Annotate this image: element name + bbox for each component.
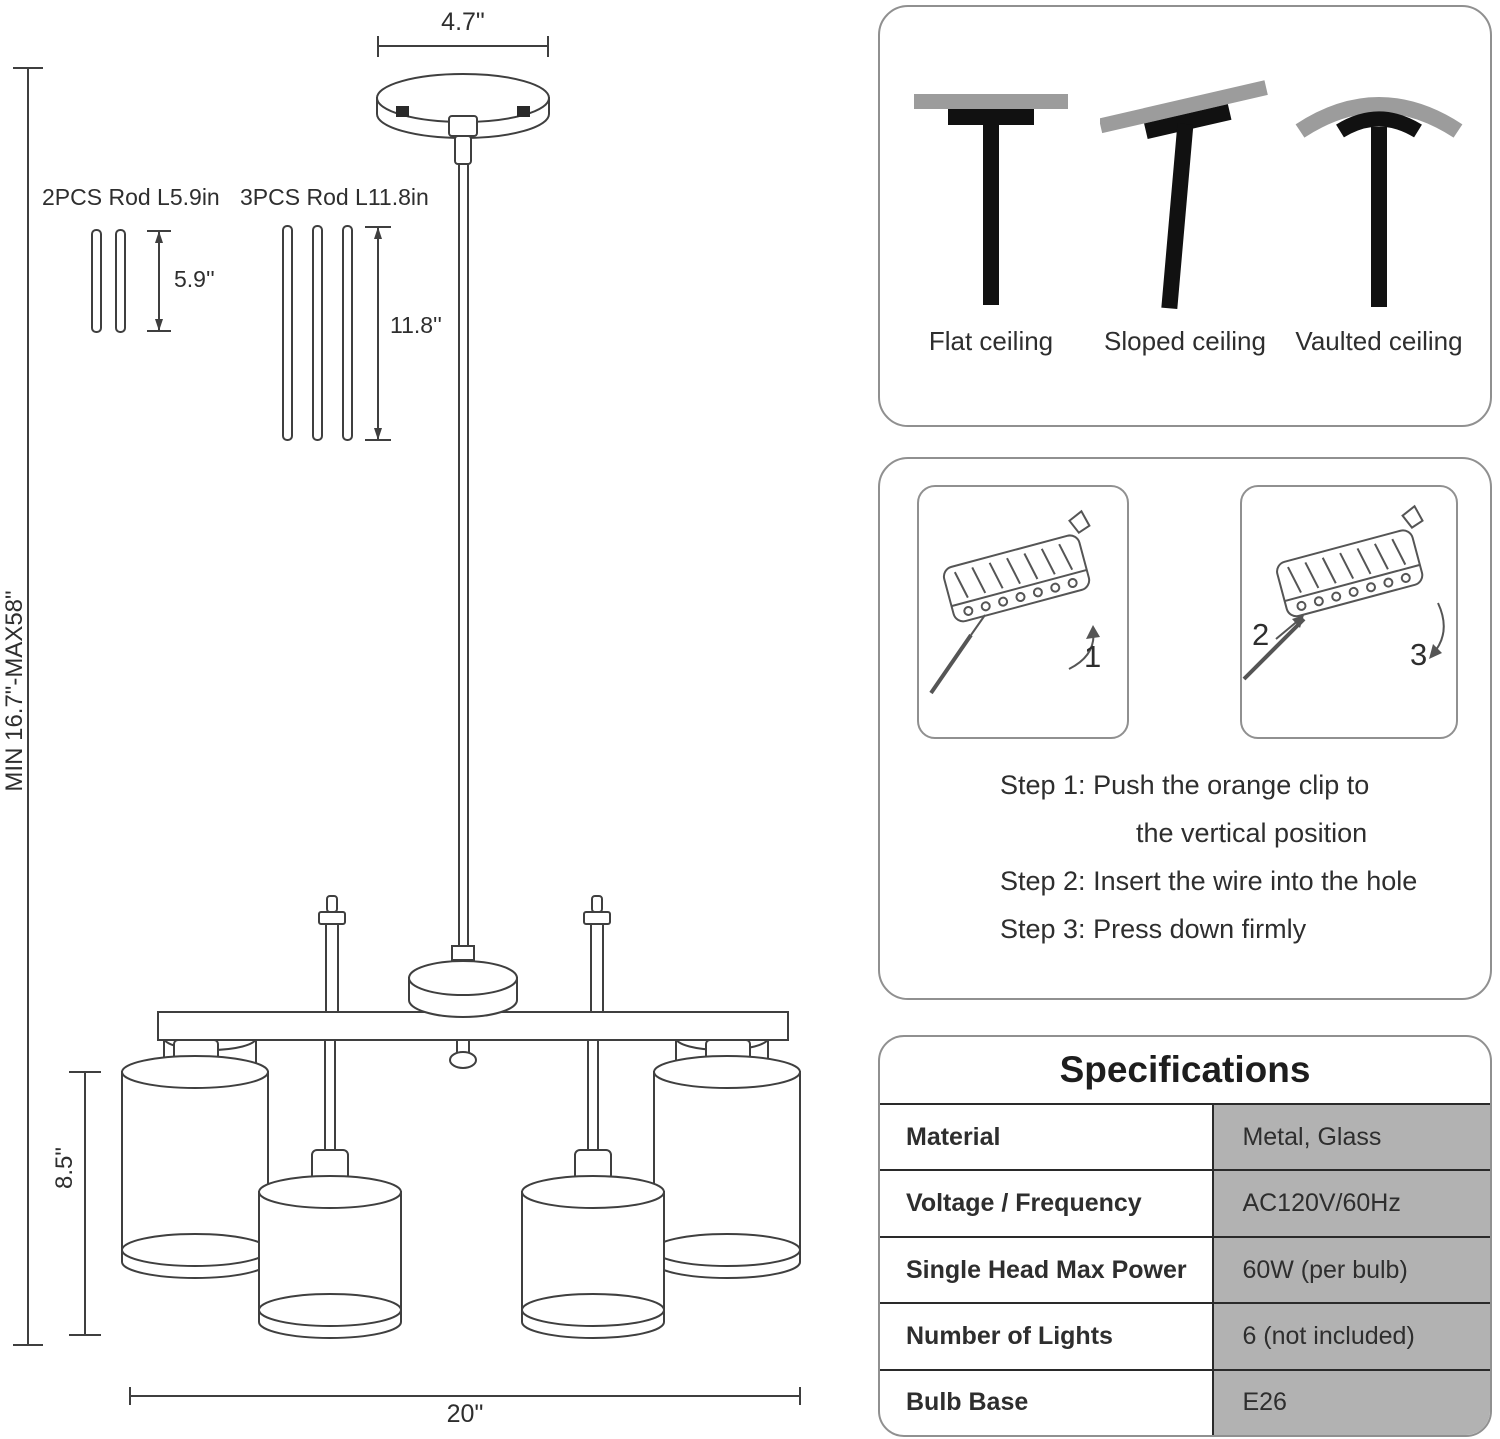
rod-3pcs-label: 3PCS Rod L11.8in [240,184,429,210]
sloped-ceiling-icon [1100,80,1268,310]
ceiling-compatibility-panel: Flat ceiling Sloped ceiling Vaulted ceil… [878,5,1492,427]
spec-value: AC120V/60Hz [1212,1171,1490,1236]
flat-ceiling-label: Flat ceiling [928,326,1054,356]
chandelier-line-drawing [13,36,801,1405]
spec-row-max-power: Single Head Max Power 60W (per bulb) [880,1235,1490,1303]
vaulted-ceiling-icon [1295,97,1463,307]
spec-row-voltage: Voltage / Frequency AC120V/60Hz [880,1169,1490,1236]
sloped-ceiling-column: Sloped ceiling [1100,69,1270,357]
canopy-width-label: 4.7" [441,8,485,36]
spec-label: Material [906,1122,1001,1151]
spec-value: 6 (not included) [1212,1304,1490,1369]
step1-instruction-continued: the vertical position [1136,818,1368,848]
wire-connector-step23-box [1240,485,1458,739]
step1-instruction-line: Step 1: Push the orange clip to [1000,770,1370,800]
flat-ceiling-column: Flat ceiling [906,69,1076,357]
specifications-table: Specifications Material Metal, Glass Vol… [878,1035,1492,1437]
step3-instruction-line: Step 3: Press down firmly [1000,914,1307,944]
step2-instruction-line: Step 2: Insert the wire into the hole [1000,866,1418,896]
rod-short-dim-label: 5.9'' [174,266,215,292]
spec-title: Specifications [1059,1049,1311,1090]
rod-2pcs-label: 2PCS Rod L5.9in [42,184,220,210]
wire-connector-open-icon [929,509,1100,695]
spec-row-number-of-lights: Number of Lights 6 (not included) [880,1302,1490,1369]
flat-ceiling-icon [914,94,1068,305]
wire-connector-insert-icon [1242,504,1445,681]
fixture-width-label: 20" [446,1400,484,1428]
step-number-3: 3 [1410,637,1428,672]
wiring-steps-panel: 1 2 3 Step 1: Push the orange clip to th… [878,457,1492,1000]
height-range-label: MIN 16.7"-MAX58" [1,590,28,792]
wire-connector-step1-box [917,485,1129,739]
spec-label: Number of Lights [906,1321,1113,1350]
chandelier-dimension-diagram: 4.7" 2PCS Rod L5.9in 3PCS Rod L11.8in 5.… [1,8,801,1428]
step-number-2: 2 [1252,617,1270,652]
spec-value: E26 [1212,1370,1490,1435]
sloped-ceiling-label: Sloped ceiling [1104,326,1266,356]
spec-row-material: Material Metal, Glass [880,1103,1490,1170]
spec-label: Single Head Max Power [906,1255,1187,1284]
shade-height-label: 8.5" [51,1147,78,1189]
spec-label: Voltage / Frequency [906,1189,1142,1218]
vaulted-ceiling-label: Vaulted ceiling [1295,326,1463,356]
spec-value: Metal, Glass [1212,1105,1490,1170]
step-number-1: 1 [1084,639,1102,674]
spec-label: Bulb Base [906,1388,1029,1417]
step-instructions: Step 1: Push the orange clip to the vert… [880,761,1490,953]
rod-long-dim-label: 11.8'' [390,312,442,338]
spec-value: 60W (per bulb) [1212,1237,1490,1303]
vaulted-ceiling-column: Vaulted ceiling [1294,69,1464,357]
spec-row-bulb-base: Bulb Base E26 [880,1368,1490,1435]
